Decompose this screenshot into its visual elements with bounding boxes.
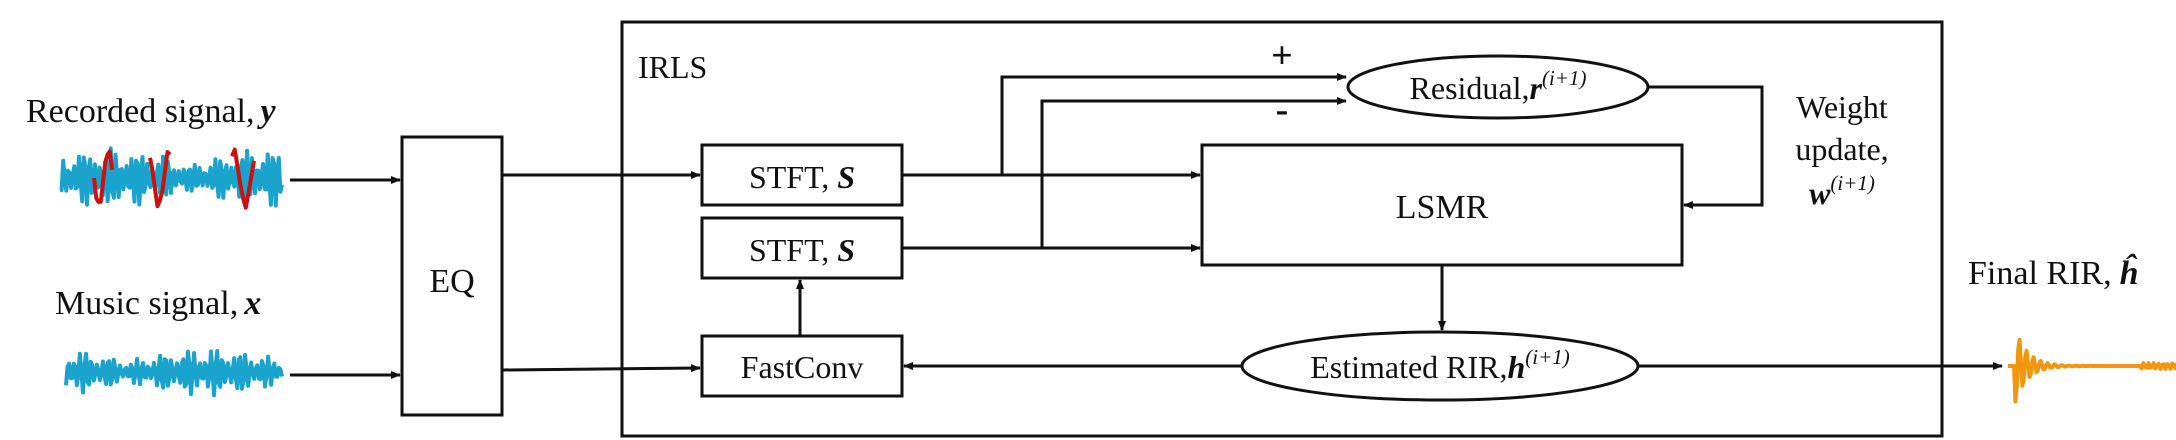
final-rir-waveform	[2008, 337, 2176, 404]
recorded-signal-waveform	[59, 146, 284, 208]
lsmr-label: LSMR	[1396, 189, 1489, 226]
residual-label: Residual,r(i+1)	[1410, 66, 1587, 106]
music-signal-label: Music signal,x	[55, 285, 261, 322]
eq-block	[400, 135, 504, 417]
estimated-rir-label: Estimated RIR,h(i+1)	[1310, 345, 1570, 385]
stft-bottom-to-residual-arrow	[1040, 97, 1347, 248]
residual-to-lsmr-arrow	[1648, 85, 1764, 209]
stft-top-to-residual-arrow	[1000, 73, 1347, 175]
recorded-signal-outlier-segments	[92, 147, 256, 210]
recorded-signal-label: Recorded signal,y	[26, 93, 277, 130]
music-signal-waveform	[64, 349, 284, 398]
eq-label: EQ	[429, 263, 474, 300]
irls-container	[620, 20, 1944, 438]
final-rir-label: Final RIR,ĥ	[1968, 253, 2139, 292]
irls-label: IRLS	[638, 49, 707, 85]
weight-update-symbol: w(i+1)	[1809, 171, 1875, 211]
weight-update-line1: Weight	[1796, 89, 1888, 125]
plus-sign: +	[1271, 35, 1293, 77]
fastconv-block	[700, 334, 904, 398]
stft-bottom-label: STFT,S	[749, 232, 855, 268]
fastconv-label: FastConv	[741, 349, 864, 385]
stft-top-label: STFT,S	[749, 159, 855, 195]
eq-to-fastconv-arrow	[501, 364, 701, 373]
weight-update-line2: update,	[1795, 131, 1888, 167]
minus-sign: -	[1276, 89, 1289, 131]
